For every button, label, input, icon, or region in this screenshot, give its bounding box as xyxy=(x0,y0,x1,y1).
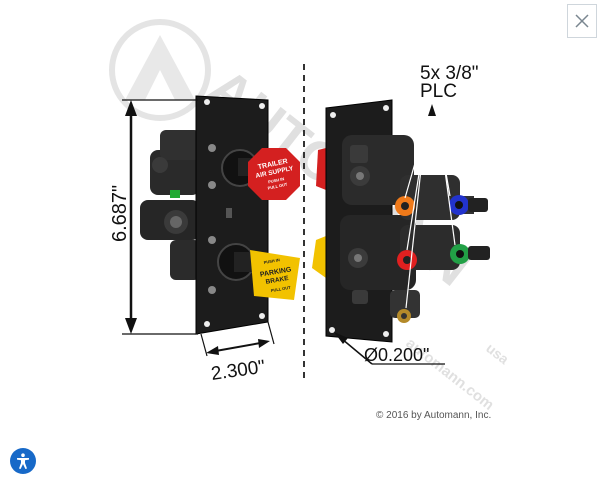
plc-callout-quantity: 5x 3/8" xyxy=(420,63,479,84)
trailer-air-supply-knob: TRAILER AIR SUPPLY PUSH IN PULL OUT xyxy=(221,148,300,200)
width-dimension-label: 2.300" xyxy=(210,357,267,385)
height-dimension: 6.687" xyxy=(109,99,198,335)
mount-hole xyxy=(329,327,335,333)
rear-view: 5x 3/8" PLC Ø0.200" xyxy=(312,63,490,365)
watermark-logo xyxy=(109,19,211,121)
height-dimension-label: 6.687" xyxy=(109,185,131,242)
plc-fitting-red xyxy=(397,250,417,270)
plc-fitting-orange xyxy=(395,196,415,216)
watermark-suffix: usa xyxy=(483,340,512,368)
mount-hole xyxy=(383,105,389,111)
mount-hole xyxy=(259,103,265,109)
close-button[interactable] xyxy=(567,4,597,38)
trailer-knob-label-3: PUSH IN xyxy=(268,176,285,184)
trailer-knob-label-4: PULL OUT xyxy=(267,182,288,191)
parking-knob-label-4: PULL OUT xyxy=(270,285,291,293)
mount-hole xyxy=(383,331,389,337)
mount-hole xyxy=(330,112,336,118)
mount-hole xyxy=(204,99,210,105)
accessibility-icon xyxy=(17,453,29,469)
parking-knob-label-3: PUSH IN xyxy=(263,257,280,265)
mount-hole xyxy=(259,313,265,319)
accessibility-button[interactable] xyxy=(10,448,36,474)
copyright-text: © 2016 by Automann, Inc. xyxy=(376,410,492,421)
parking-brake-knob: PARKING BRAKE PUSH IN PULL OUT xyxy=(217,243,300,300)
mount-hole xyxy=(204,321,210,327)
hole-dimension: Ø0.200" xyxy=(334,332,445,365)
plc-fitting-blue xyxy=(449,195,488,215)
plc-callout-type: PLC xyxy=(420,81,457,102)
plc-callout-leaders xyxy=(404,103,456,309)
hole-dimension-label: Ø0.200" xyxy=(364,345,429,365)
plc-fitting-green xyxy=(450,244,490,264)
parking-knob-label-2: BRAKE xyxy=(265,275,290,286)
close-icon xyxy=(575,14,589,28)
